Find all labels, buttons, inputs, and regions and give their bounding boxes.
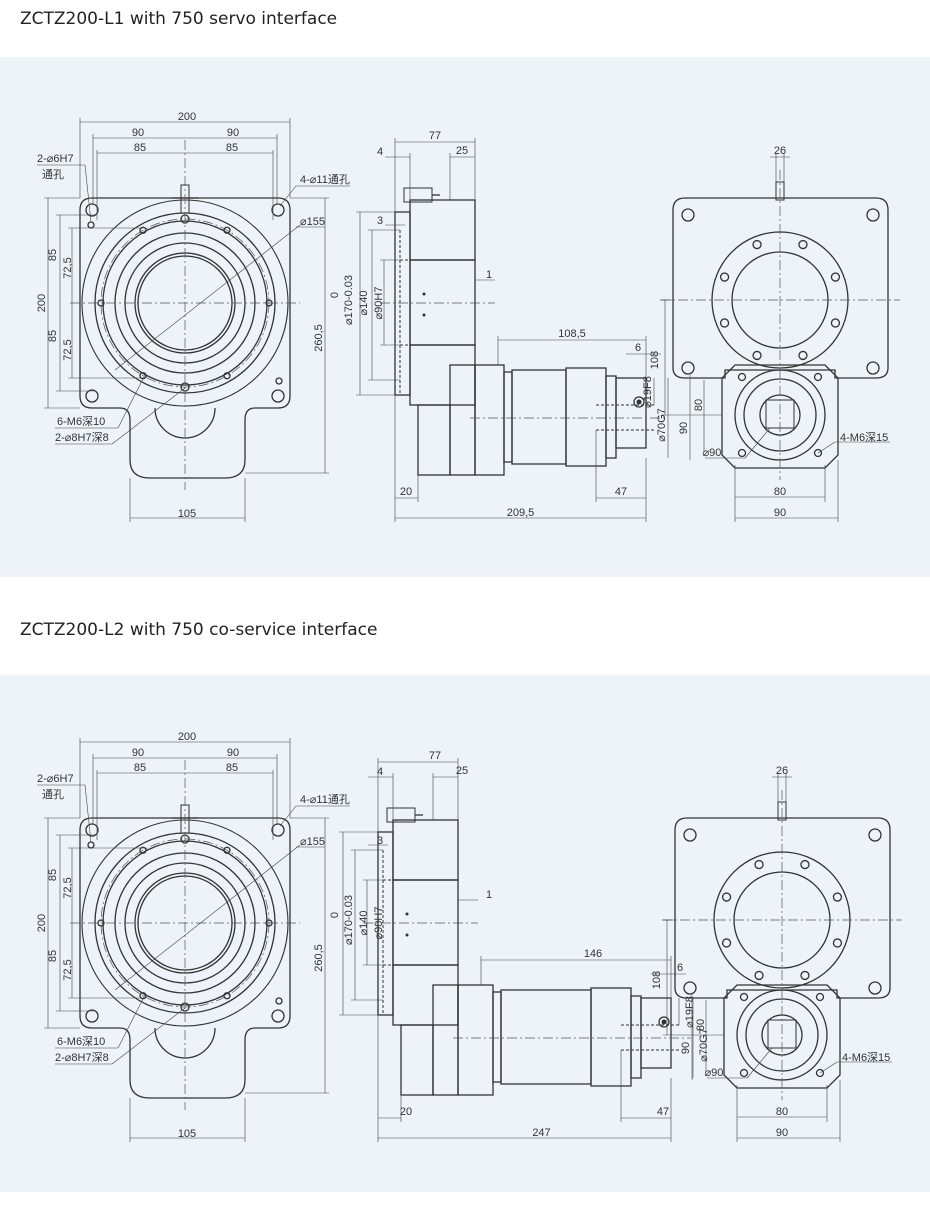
right-dimension-label: ⌀90 bbox=[705, 1067, 724, 1079]
front-dimension-label: 200 bbox=[36, 294, 48, 312]
side-dimension-label: 3 bbox=[377, 835, 383, 847]
right-dimension-label: 108 bbox=[651, 971, 663, 989]
side-dimension-label: 0 bbox=[329, 292, 341, 298]
front-dimension-label: 2-⌀6H7 bbox=[37, 773, 74, 785]
front-dimension-label: 105 bbox=[178, 1128, 196, 1140]
side-dimension-label: ⌀170-0.03 bbox=[343, 895, 355, 945]
front-dimension-label: 2-⌀8H7深8 bbox=[55, 431, 109, 444]
front-dimension-label: 6-M6深10 bbox=[57, 1035, 105, 1048]
front-dimension-label: 85 bbox=[47, 950, 59, 962]
right-dimension-label: 26 bbox=[776, 765, 788, 777]
side-dimension-label: 20 bbox=[400, 1106, 412, 1118]
right-dimension-label: 108 bbox=[649, 351, 661, 369]
front-dimension-label: 90 bbox=[132, 127, 144, 139]
front-dimension-label: 通孔 bbox=[42, 788, 64, 801]
front-dimension-label: 85 bbox=[134, 762, 146, 774]
front-dimension-label: 85 bbox=[134, 142, 146, 154]
side-dimension-label: 47 bbox=[657, 1106, 669, 1118]
side-dimension-label: ⌀19F8 bbox=[684, 996, 696, 1028]
side-dimension-label: 209,5 bbox=[507, 507, 535, 519]
front-dimension-label: 85 bbox=[47, 330, 59, 342]
front-dimension-label: 200 bbox=[178, 731, 196, 743]
front-dimension-label: 通孔 bbox=[42, 168, 64, 181]
side-dimension-label: 25 bbox=[456, 145, 468, 157]
drawing-title-2: ZCTZ200-L2 with 750 co-service interface bbox=[20, 620, 378, 640]
front-dimension-label: 2-⌀8H7深8 bbox=[55, 1051, 109, 1064]
front-dimension-label: ⌀155 bbox=[300, 216, 325, 228]
side-view bbox=[339, 758, 694, 1142]
right-dimension-label: 80 bbox=[693, 399, 705, 411]
right-dimension-label: 80 bbox=[774, 486, 786, 498]
right-dimension-label: 80 bbox=[776, 1106, 788, 1118]
front-dimension-label: 85 bbox=[226, 762, 238, 774]
front-dimension-label: 85 bbox=[226, 142, 238, 154]
front-dimension-label: 72,5 bbox=[62, 257, 74, 278]
side-dimension-label: ⌀90H7 bbox=[373, 907, 385, 940]
right-dimension-label: 90 bbox=[678, 422, 690, 434]
right-dimension-label: 90 bbox=[776, 1127, 788, 1139]
drawing-panel-1 bbox=[0, 57, 930, 577]
side-dimension-label: 3 bbox=[377, 215, 383, 227]
front-dimension-label: 260,5 bbox=[313, 324, 325, 352]
side-dimension-label: 4 bbox=[377, 766, 383, 778]
right-dimension-label: 90 bbox=[774, 507, 786, 519]
front-dimension-label: 4-⌀11通孔 bbox=[300, 173, 350, 186]
front-dimension-label: 6-M6深10 bbox=[57, 415, 105, 428]
front-dimension-label: 90 bbox=[132, 747, 144, 759]
right-dimension-label: 80 bbox=[695, 1019, 707, 1031]
side-dimension-label: ⌀140 bbox=[358, 291, 370, 316]
side-dimension-label: 146 bbox=[584, 948, 602, 960]
front-dimension-label: 72,5 bbox=[62, 877, 74, 898]
front-dimension-label: 72,5 bbox=[62, 339, 74, 360]
side-dimension-label: ⌀170-0.03 bbox=[343, 275, 355, 325]
side-dimension-label: ⌀140 bbox=[358, 911, 370, 936]
front-dimension-label: 85 bbox=[47, 249, 59, 261]
front-dimension-label: 260,5 bbox=[313, 944, 325, 972]
front-dimension-label: 90 bbox=[227, 747, 239, 759]
side-dimension-label: ⌀19F8 bbox=[642, 376, 654, 408]
side-view bbox=[356, 138, 669, 522]
side-dimension-label: 20 bbox=[400, 486, 412, 498]
side-dimension-label: 4 bbox=[377, 146, 383, 158]
side-dimension-label: ⌀90H7 bbox=[373, 287, 385, 320]
side-dimension-label: 108,5 bbox=[558, 328, 586, 340]
side-dimension-label: 247 bbox=[532, 1127, 550, 1139]
front-dimension-label: ⌀155 bbox=[300, 836, 325, 848]
side-dimension-label: 77 bbox=[429, 130, 441, 142]
right-dimension-label: 4-M6深15 bbox=[840, 431, 888, 444]
side-dimension-label: 25 bbox=[456, 765, 468, 777]
side-dimension-label: 0 bbox=[329, 912, 341, 918]
front-dimension-label: 85 bbox=[47, 869, 59, 881]
front-dimension-label: 90 bbox=[227, 127, 239, 139]
side-dimension-label: 47 bbox=[615, 486, 627, 498]
front-dimension-label: 105 bbox=[178, 508, 196, 520]
drawing-panel-2 bbox=[0, 675, 930, 1192]
side-dimension-label: 6 bbox=[635, 342, 641, 354]
front-dimension-label: 2-⌀6H7 bbox=[37, 153, 74, 165]
right-dimension-label: 26 bbox=[774, 145, 786, 157]
side-dimension-label: 1 bbox=[486, 269, 492, 281]
front-dimension-label: 4-⌀11通孔 bbox=[300, 793, 350, 806]
front-dimension-label: 200 bbox=[178, 111, 196, 123]
right-dimension-label: ⌀90 bbox=[703, 447, 722, 459]
side-dimension-label: ⌀70G7 bbox=[656, 408, 668, 442]
right-dimension-label: 4-M6深15 bbox=[842, 1051, 890, 1064]
side-dimension-label: 1 bbox=[486, 889, 492, 901]
front-dimension-label: 200 bbox=[36, 914, 48, 932]
front-dimension-label: 72,5 bbox=[62, 959, 74, 980]
side-dimension-label: 77 bbox=[429, 750, 441, 762]
side-dimension-label: 6 bbox=[677, 962, 683, 974]
side-dimension-label: ⌀70G7 bbox=[698, 1028, 710, 1062]
drawing-title-1: ZCTZ200-L1 with 750 servo interface bbox=[20, 9, 338, 29]
right-dimension-label: 90 bbox=[680, 1042, 692, 1054]
